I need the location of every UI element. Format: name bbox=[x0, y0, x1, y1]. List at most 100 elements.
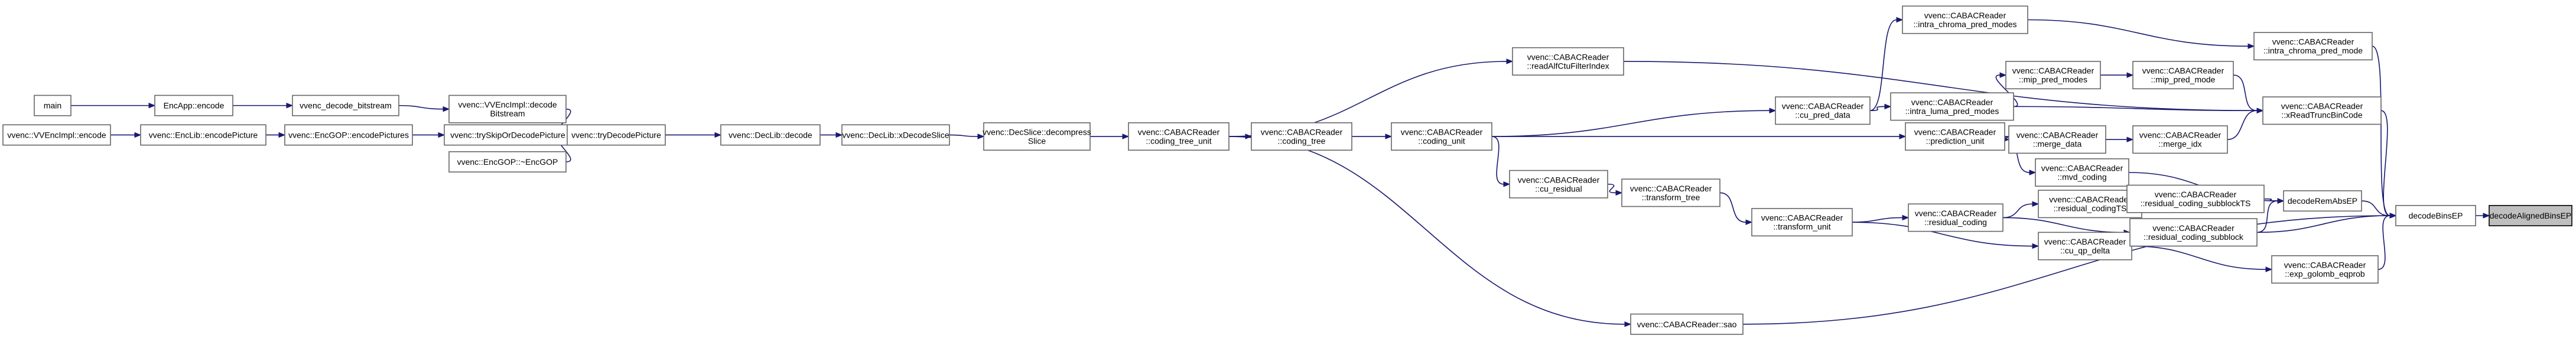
node-cu-pred-data[interactable]: vvenc::CABACReader::cu_pred_data bbox=[1775, 96, 1871, 125]
edge-arrowhead bbox=[134, 132, 142, 138]
edge-line bbox=[2361, 200, 2390, 216]
node-box bbox=[1509, 170, 1608, 198]
node-label: vvenc::CABACReader bbox=[2284, 261, 2366, 270]
edge-line bbox=[1742, 215, 2390, 325]
node-decoderemabs[interactable]: decodeRemAbsEP bbox=[2283, 190, 2362, 212]
edge-line bbox=[2263, 198, 2278, 201]
edge-encapp-encode-to-decode-bitstream bbox=[232, 102, 294, 109]
node-vvencimpl-encode[interactable]: vvenc::VVEncImpl::encode bbox=[2, 124, 111, 146]
node-label: vvenc::CABACReader bbox=[2016, 131, 2099, 140]
node-label: ::xReadTruncBinCode bbox=[2281, 110, 2362, 120]
edge-arrowhead bbox=[286, 102, 294, 109]
node-label: ::mip_pred_modes bbox=[2019, 75, 2087, 84]
edge-arrowhead bbox=[1385, 134, 1393, 139]
node-label: vvenc::CABACReader bbox=[1261, 128, 1343, 137]
node-box bbox=[1621, 178, 1720, 207]
node-transform-tree[interactable]: vvenc::CABACReader::transform_tree bbox=[1621, 178, 1720, 207]
edge-enclib-encpic-to-encgop-encpics bbox=[265, 132, 286, 138]
edge-arrowhead bbox=[2248, 43, 2255, 49]
node-encgop-dtor[interactable]: vvenc::EncGOP::~EncGOP bbox=[448, 151, 567, 172]
node-enclib-encpic[interactable]: vvenc::EncLib::encodePicture bbox=[140, 124, 266, 146]
node-readalf[interactable]: vvenc::CABACReader::readAlfCtuFilterInde… bbox=[1512, 47, 1624, 76]
node-mip-pred-modes[interactable]: vvenc::CABACReader::mip_pred_modes bbox=[2005, 61, 2101, 90]
node-box bbox=[1391, 122, 1492, 151]
node-label: ::intra_chroma_pred_mode bbox=[2263, 46, 2363, 56]
node-res-sub-ts[interactable]: vvenc::CABACReader::residual_coding_subb… bbox=[2126, 184, 2265, 213]
node-box bbox=[2132, 125, 2228, 154]
edge-transform-unit-to-cu-qp-delta bbox=[1852, 222, 2040, 249]
node-main[interactable]: main bbox=[34, 95, 71, 116]
node-xreadtrunc[interactable]: vvenc::CABACReader::xReadTruncBinCode bbox=[2262, 96, 2382, 125]
node-box bbox=[720, 124, 821, 146]
node-decodealigned[interactable]: decodeAlignedBinsEP bbox=[2489, 205, 2572, 226]
node-intra-chroma-modes[interactable]: vvenc::CABACReader::intra_chroma_pred_mo… bbox=[1902, 5, 2028, 34]
node-label: ::mip_pred_mode bbox=[2151, 75, 2216, 84]
node-label: vvenc::trySkipOrDecodePicture bbox=[450, 130, 565, 139]
edge-cu-qp-delta-to-exp-golomb bbox=[2131, 245, 2273, 272]
node-box bbox=[983, 122, 1091, 151]
node-mvd-coding[interactable]: vvenc::CABACReader::mvd_coding bbox=[2035, 158, 2129, 187]
node-declib-decode[interactable]: vvenc::DecLib::decode bbox=[720, 124, 821, 146]
edge-arrowhead bbox=[1899, 134, 1907, 139]
node-box bbox=[2, 124, 111, 146]
node-res-sub[interactable]: vvenc::CABACReader::residual_coding_subb… bbox=[2129, 218, 2258, 247]
node-cu-qp-delta[interactable]: vvenc::CABACReader::cu_qp_delta bbox=[2038, 232, 2132, 261]
node-prediction-unit[interactable]: vvenc::CABACReader::prediction_unit bbox=[1905, 122, 2005, 151]
node-box bbox=[2132, 61, 2234, 90]
edge-line bbox=[2227, 110, 2258, 140]
node-intra-chroma-mode[interactable]: vvenc::CABACReader::intra_chroma_pred_mo… bbox=[2253, 32, 2373, 61]
node-label: ::mvd_coding bbox=[2057, 172, 2106, 182]
edge-arrowhead bbox=[1503, 181, 1511, 187]
node-merge-idx[interactable]: vvenc::CABACReader::merge_idx bbox=[2132, 125, 2228, 154]
node-label: ::intra_luma_pred_modes bbox=[1905, 106, 1999, 116]
edge-line bbox=[2256, 200, 2278, 233]
node-exp-golomb[interactable]: vvenc::CABACReader::exp_golomb_eqprob bbox=[2271, 255, 2379, 284]
node-sao[interactable]: vvenc::CABACReader::sao bbox=[1630, 313, 1744, 335]
node-layer: main EncApp::encode vvenc_decode_bitstream… bbox=[2, 5, 2572, 335]
edge-arrowhead bbox=[278, 132, 286, 138]
node-decode-bitstream[interactable]: vvenc_decode_bitstream bbox=[292, 95, 399, 116]
node-declib-xdecodeslice[interactable]: vvenc::DecLib::xDecodeSlice bbox=[841, 124, 950, 146]
edge-line bbox=[2380, 110, 2390, 216]
edge-res-sub-to-decoderemabs bbox=[2256, 198, 2285, 233]
node-trydecode[interactable]: vvenc::tryDecodePicture bbox=[567, 124, 666, 146]
node-label: vvenc::CABACReader bbox=[2152, 223, 2235, 233]
node-encgop-encpics[interactable]: vvenc::EncGOP::encodePictures bbox=[284, 124, 413, 146]
node-residual-codingts[interactable]: vvenc::CABACReader::residual_codingTS bbox=[2038, 190, 2142, 219]
edge-intra-chroma-modes-to-intra-chroma-mode bbox=[2027, 19, 2255, 49]
node-cu-residual[interactable]: vvenc::CABACReader::cu_residual bbox=[1509, 170, 1608, 198]
node-label: vvenc::CABACReader bbox=[2142, 66, 2224, 76]
node-label: ::cu_qp_delta bbox=[2060, 246, 2110, 255]
node-box bbox=[292, 95, 399, 116]
node-coding-tree[interactable]: vvenc::CABACReader::coding_tree bbox=[1251, 122, 1352, 151]
edge-arrowhead bbox=[2265, 266, 2273, 272]
node-box bbox=[448, 151, 567, 172]
edge-line bbox=[1852, 217, 1903, 223]
node-merge-data[interactable]: vvenc::CABACReader::merge_data bbox=[2008, 125, 2106, 154]
node-decodebinsep[interactable]: decodeBinsEP bbox=[2395, 205, 2476, 226]
node-label: vvenc::EncGOP::~EncGOP bbox=[457, 157, 558, 167]
node-ctu[interactable]: vvenc::CABACReader::coding_tree_unit bbox=[1128, 122, 1230, 151]
edge-transform-unit-to-residual-coding bbox=[1852, 214, 1910, 223]
node-encapp-encode[interactable]: EncApp::encode bbox=[154, 95, 233, 116]
node-intra-luma-modes[interactable]: vvenc::CABACReader::intra_luma_pred_mode… bbox=[1890, 92, 2014, 121]
node-residual-coding[interactable]: vvenc::CABACReader::residual_coding bbox=[1908, 203, 2003, 232]
node-box bbox=[1905, 122, 2005, 151]
node-label: ::prediction_unit bbox=[1926, 136, 1985, 146]
node-mip-pred-mode[interactable]: vvenc::CABACReader::mip_pred_mode bbox=[2132, 61, 2234, 90]
edge-line bbox=[1719, 192, 1746, 223]
node-box bbox=[154, 95, 233, 116]
node-tryskip[interactable]: vvenc::trySkipOrDecodePicture bbox=[444, 124, 572, 146]
edge-line bbox=[1607, 183, 1616, 194]
edge-line bbox=[2233, 74, 2258, 112]
node-box bbox=[1630, 313, 1744, 335]
edge-arrowhead bbox=[2389, 213, 2397, 219]
edge-arrowhead bbox=[2032, 201, 2040, 207]
node-box bbox=[1512, 47, 1624, 76]
node-box bbox=[567, 124, 666, 146]
node-coding-unit[interactable]: vvenc::CABACReader::coding_unit bbox=[1391, 122, 1492, 151]
node-transform-unit[interactable]: vvenc::CABACReader::transform_unit bbox=[1751, 208, 1853, 237]
node-label: ::transform_unit bbox=[1773, 222, 1830, 232]
